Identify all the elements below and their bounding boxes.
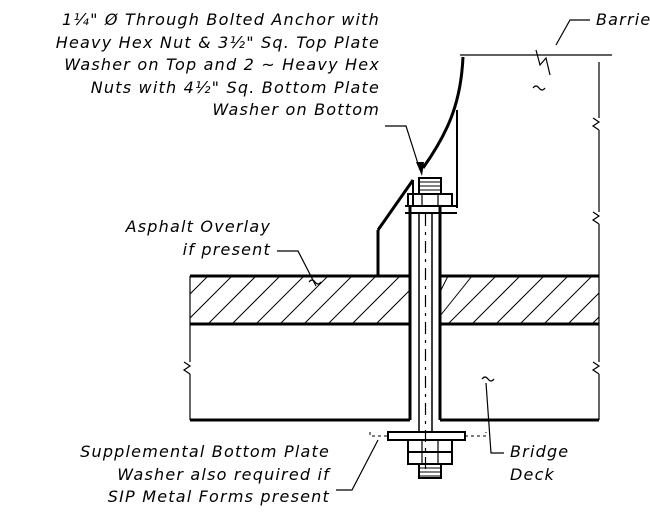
supplemental-label-line-1: Supplemental Bottom Plate xyxy=(80,442,330,461)
bridge-deck-slab xyxy=(182,274,601,422)
anchor-label-line-1: 1¼" Ø Through Bolted Anchor with xyxy=(61,10,380,29)
leader-terminators xyxy=(308,85,546,382)
supplemental-label-line-3: SIP Metal Forms present xyxy=(107,487,330,507)
asphalt-callout-label: Asphalt Overlay if present xyxy=(126,216,271,261)
barrier-label: Barrie xyxy=(596,10,650,29)
bottom-nut-stack xyxy=(369,431,487,479)
anchor-label-line-3: Washer on Top and 2 ~ Heavy Hex xyxy=(64,55,380,75)
supplemental-label-line-2: Washer also required if xyxy=(117,464,330,484)
deck-label-line-2: Deck xyxy=(510,464,556,484)
barrier-outline xyxy=(421,49,612,276)
supplemental-washer-label: Supplemental Bottom Plate Washer also re… xyxy=(80,441,330,509)
bridge-deck-label: Bridge Deck xyxy=(510,441,569,486)
anchor-label-line-4: Nuts with 4½" Sq. Bottom Plate xyxy=(90,77,380,97)
anchor-callout-label: 1¼" Ø Through Bolted Anchor with Heavy H… xyxy=(56,9,380,122)
asphalt-label-line-2: if present xyxy=(182,239,271,259)
leader-arrowheads xyxy=(416,162,424,176)
asphalt-overlay-hatch xyxy=(190,276,599,324)
anchor-bolt xyxy=(408,206,442,470)
top-nut-stack xyxy=(407,177,453,207)
anchor-label-line-2: Heavy Hex Nut & 3½" Sq. Top Plate xyxy=(55,32,380,52)
leader-lines xyxy=(277,19,590,491)
deck-label-line-1: Bridge xyxy=(510,442,570,461)
asphalt-label-line-1: Asphalt Overlay xyxy=(125,217,271,236)
anchor-label-line-5: Washer on Bottom xyxy=(212,100,380,120)
